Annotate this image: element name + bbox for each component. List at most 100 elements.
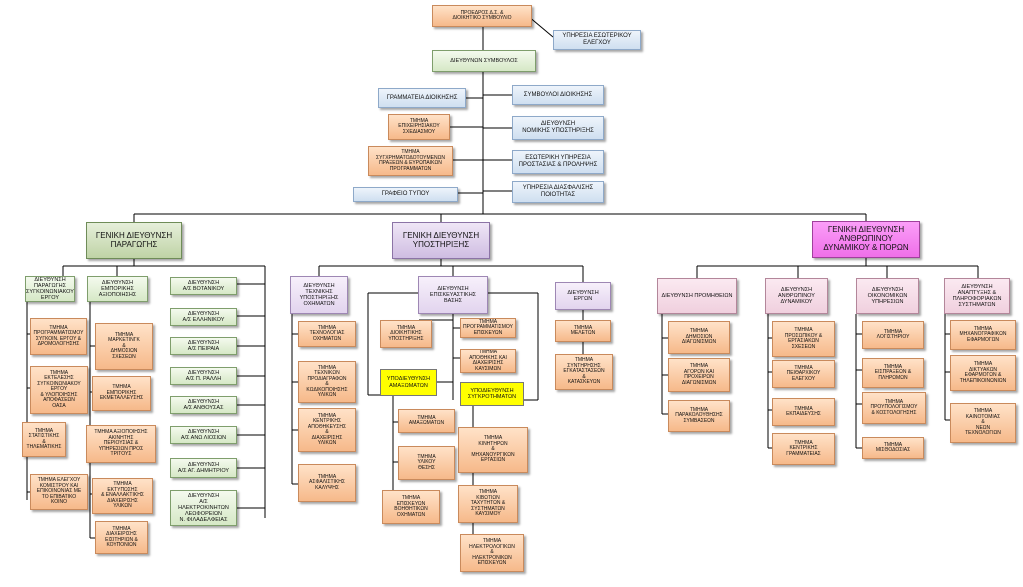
- box-label: ΤΜΗΜΑ ΔΙΟΙΚΗΤΙΚΗΣ ΥΠΟΣΤΗΡΙΞΗΣ: [388, 324, 424, 342]
- box-label: ΔΙΕΥΘΥΝΣΗ Α/Σ Π. ΡΑΛΛΗ: [185, 369, 222, 382]
- box-legal-support: ΔΙΕΥΘΥΝΣΗ ΝΟΜΙΚΗΣ ΥΠΟΣΤΗΡΙΞΗΣ: [512, 116, 604, 140]
- box-label: ΔΙΕΥΘΥΝΣΗ Α/Σ ΑΝΘΟΥΣΑΣ: [183, 398, 224, 411]
- box-t-electrical: ΤΜΗΜΑ ΗΛΕΚΤΡΟΛΟΓΙΚΩΝ & ΗΛΕΚΤΡΟΝΙΚΩΝ ΕΠΙΣ…: [460, 534, 524, 572]
- box-label: ΤΜΗΜΑ ΠΡΟΓΡΑΜΜΑΤΙΣΜΟΥ ΕΠΙΣΚΕΥΩΝ: [463, 318, 513, 336]
- box-dir-finance: ΔΙΕΥΘΥΝΣΗ ΟΙΚΟΝΟΜΙΚΩΝ ΥΠΗΡΕΣΙΩΝ: [856, 278, 919, 314]
- box-label: ΤΜΗΜΑ ΔΗΜΟΣΙΩΝ ΔΙΑΓΩΝΙΣΜΩΝ: [681, 328, 717, 346]
- box-label: ΓΡΑΦΕΙΟ ΤΥΠΟΥ: [381, 191, 430, 198]
- box-label: ΤΜΗΜΑ ΕΜΠΟΡΙΚΗΣ ΕΚΜΕΤΑΛΛΕΥΣΗΣ: [99, 384, 144, 402]
- box-label: ΤΜΗΜΑ ΚΙΒΩΤΙΩΝ ΤΑΧΥΤΗΤΩΝ & ΣΥΣΤΗΜΑΤΩΝ ΚΑ…: [470, 489, 506, 518]
- box-t-central-warehouse: ΤΜΗΜΑ ΚΕΝΤΡΙΚΗΣ ΑΠΟΘΗΚΕΥΣΗΣ & ΔΙΑΧΕΙΡΙΣΗ…: [298, 408, 356, 452]
- box-label: ΥΠΗΡΕΣΙΑ ΕΣΩΤΕΡΙΚΟΥ ΕΛΕΓΧΟΥ: [562, 33, 632, 46]
- box-label: ΔΙΕΥΘΥΝΣΗ ΕΜΠΟΡΙΚΗΣ ΑΞΙΟΠΟΙΗΣΗΣ: [98, 279, 137, 299]
- box-t-software: ΤΜΗΜΑ ΜΗΧΑΝΟΓΡΑΦΙΚΩΝ ΕΦΑΡΜΟΓΩΝ: [950, 320, 1016, 350]
- box-admin-secretariat: ΓΡΑΜΜΑΤΕΙΑ ΔΙΟΙΚΗΣΗΣ: [378, 88, 466, 108]
- box-label: ΤΜΗΜΑ ΔΙΚΤΥΑΚΩΝ ΕΦΑΡΜΟΓΩΝ & ΤΗΛΕΠΙΚΟΙΝΩΝ…: [959, 361, 1007, 384]
- box-label: ΤΜΗΜΑ ΤΕΧΝΟΛΟΓΙΑΣ ΟΧΗΜΑΤΩΝ: [309, 324, 345, 342]
- box-label: ΤΜΗΜΑ ΕΚΤΕΛΕΣΗΣ ΣΥΓΚΟΙΝΩΝΙΑΚΟΥ ΕΡΓΟΥ & Υ…: [37, 369, 81, 409]
- box-president: ΠΡΟΕΔΡΟΣ Δ.Σ. & ΔΙΟΙΚΗΤΙΚΟ ΣΥΜΒΟΥΛΙΟ: [432, 5, 532, 27]
- box-label: ΤΜΗΜΑ ΜΑΡΚΕΤΙΝΓΚ & ΔΗΜΟΣΙΩΝ ΣΧΕΣΕΩΝ: [108, 331, 140, 360]
- box-label: ΤΜΗΜΑ ΕΠΙΧΕΙΡΗΣΙΑΚΟΥ ΣΧΕΔΙΑΣΜΟΥ: [398, 117, 440, 135]
- box-label: ΤΜΗΜΑ ΣΤΑΤΙΣΤΙΚΗΣ & ΤΗΛΕΜΑΤΙΚΗΣ: [26, 427, 62, 450]
- box-label: ΤΜΗΜΑ ΑΣΦΑΛΙΣΤΙΚΗΣ ΚΑΛΥΨΗΣ: [309, 473, 345, 491]
- box-t-staff-control: ΤΜΗΜΑ ΠΕΙΘΑΡΧΙΚΟΥ ΕΛΕΓΧΟΥ: [772, 360, 835, 388]
- box-dir-works: ΔΙΕΥΘΥΝΣΗ ΕΡΓΩΝ: [555, 282, 611, 310]
- box-business-planning: ΤΜΗΜΑ ΕΠΙΧΕΙΡΗΣΙΑΚΟΥ ΣΧΕΔΙΑΣΜΟΥ: [388, 114, 450, 140]
- box-t-execution: ΤΜΗΜΑ ΕΚΤΕΛΕΣΗΣ ΣΥΓΚΟΙΝΩΝΙΑΚΟΥ ΕΡΓΟΥ & Υ…: [30, 366, 88, 414]
- box-label: ΤΜΗΜΑ ΔΙΑΧΕΙΡΙΣΗΣ ΕΙΣΙΤΗΡΙΩΝ & ΚΟΥΠΟΝΙΩΝ: [105, 525, 138, 548]
- box-t-commercial-exploitation: ΤΜΗΜΑ ΕΜΠΟΡΙΚΗΣ ΕΚΜΕΤΑΛΛΕΥΣΗΣ: [92, 376, 151, 411]
- box-label: ΓΕΝΙΚΗ ΔΙΕΥΘΥΝΣΗ ΑΝΘΡΩΠΙΝΟΥ ΔΥΝΑΜΙΚΟΥ & …: [823, 225, 909, 252]
- box-t-seat-material: ΤΜΗΜΑ ΥΛΙΚΟΥ ΘΕΣΗΣ: [398, 446, 455, 480]
- box-label: ΔΙΕΥΘΥΝΣΗ Α/Σ ΕΛΛΗΝΙΚΟΥ: [182, 310, 225, 323]
- box-label: ΤΜΗΜΑ ΕΚΠΑΙΔΕΥΣΗΣ: [786, 405, 821, 417]
- box-label: ΤΜΗΜΑ ΠΡΟΥΠΟΛΟΓΙΣΜΟΥ & ΚΟΣΤΟΛΟΓΗΣΗΣ: [870, 398, 918, 416]
- box-dir-peiraia: ΔΙΕΥΘΥΝΣΗ Α/Σ ΠΕΙΡΑΙΑ: [170, 337, 237, 355]
- box-t-printing: ΤΜΗΜΑ ΕΚΤΥΠΩΣΗΣ & ΕΝΑΛΛΑΚΤΙΚΗΣ ΔΙΑΧΕΙΡΙΣ…: [92, 478, 153, 514]
- box-label: ΔΙΕΥΘΥΝΣΗ ΑΝΘΡΩΠΙΝΟΥ ΔΥΝΑΜΙΚΟΥ: [778, 286, 815, 306]
- box-label: ΓΕΝΙΚΗ ΔΙΕΥΘΥΝΣΗ ΠΑΡΑΓΩΓΗΣ: [95, 230, 173, 249]
- box-label: ΤΜΗΜΑ ΠΑΡΑΚΟΛΟΥΘΗΣΗΣ ΣΥΜΒΑΣΕΩΝ: [675, 406, 723, 424]
- box-dir-ag-dimitriou: ΔΙΕΥΘΥΝΣΗ Α/Σ ΑΓ. ΔΗΜΗΤΡΙΟΥ: [170, 458, 237, 478]
- box-label: ΥΠΟΔΙΕΥΘΥΝΣΗ ΑΜΑΞΩΜΑΤΩΝ: [386, 376, 431, 389]
- box-t-aux-vehicles: ΤΜΗΜΑ ΕΠΙΣΚΕΥΩΝ ΒΟΗΘΗΤΙΚΩΝ ΟΧΗΜΑΤΩΝ: [382, 490, 440, 524]
- box-dir-votaniko: ΔΙΕΥΘΥΝΣΗ Α/Σ ΒΟΤΑΝΙΚΟΥ: [170, 277, 237, 295]
- box-label: ΔΙΕΥΘΥΝΣΗ ΕΡΓΩΝ: [567, 289, 599, 302]
- box-dir-vehicle-support: ΔΙΕΥΘΥΝΣΗ ΤΕΧΝΙΚΗΣ ΥΠΟΣΤΗΡΙΞΗΣ ΟΧΗΜΑΤΩΝ: [290, 276, 348, 314]
- box-label: ΤΜΗΜΑ ΚΙΝΗΤΗΡΩΝ & ΜΗΧΑΝΟΥΡΓΙΚΩΝ ΕΡΓΑΣΙΩΝ: [471, 435, 515, 464]
- box-label: ΤΜΗΜΑ ΤΕΧΝΙΚΩΝ ΠΡΟΔΙΑΓΡΑΦΩΝ & ΚΩΔΙΚΟΠΟΙΗ…: [306, 364, 348, 398]
- box-label: ΤΜΗΜΑ ΕΚΤΥΠΩΣΗΣ & ΕΝΑΛΛΑΚΤΙΚΗΣ ΔΙΑΧΕΙΡΙΣ…: [101, 481, 144, 510]
- box-label: ΤΜΗΜΑ ΑΞΙΟΠΟΙΗΣΗΣ ΑΚΙΝΗΤΗΣ ΠΕΡΙΟΥΣΙΑΣ & …: [94, 429, 148, 458]
- box-label: ΤΜΗΜΑ ΠΕΙΘΑΡΧΙΚΟΥ ΕΛΕΓΧΟΥ: [786, 364, 821, 382]
- box-label: ΔΙΕΥΘΥΝΣΗ ΕΠΙΣΚΕΥΑΣΤΙΚΗΣ ΒΑΣΗΣ: [429, 285, 477, 305]
- box-dir-human-resources: ΔΙΕΥΘΥΝΣΗ ΑΝΘΡΩΠΙΝΟΥ ΔΥΝΑΜΙΚΟΥ: [765, 278, 828, 314]
- box-label: ΤΜΗΜΑ ΑΓΟΡΩΝ ΚΑΙ ΠΡΟΧΕΙΡΩΝ ΔΙΑΓΩΝΙΣΜΩΝ: [681, 363, 717, 386]
- box-t-personnel: ΤΜΗΜΑ ΠΡΟΣΩΠΙΚΟΥ & ΕΡΓΑΣΙΑΚΩΝ ΣΧΕΣΕΩΝ: [772, 321, 835, 357]
- box-dir-ano-liosia: ΔΙΕΥΘΥΝΣΗ Α/Σ ΑΝΩ ΛΙΟΣΙΩΝ: [170, 426, 237, 444]
- box-t-repair-planning: ΤΜΗΜΑ ΠΡΟΓΡΑΜΜΑΤΙΣΜΟΥ ΕΠΙΣΚΕΥΩΝ: [460, 318, 516, 338]
- box-label: ΤΜΗΜΑ ΥΛΙΚΟΥ ΘΕΣΗΣ: [417, 453, 436, 471]
- box-t-tickets: ΤΜΗΜΑ ΔΙΑΧΕΙΡΙΣΗΣ ΕΙΣΙΤΗΡΙΩΝ & ΚΟΥΠΟΝΙΩΝ: [95, 521, 148, 554]
- box-gd-production: ΓΕΝΙΚΗ ΔΙΕΥΘΥΝΣΗ ΠΑΡΑΓΩΓΗΣ: [86, 222, 182, 259]
- box-t-vehicle-tech: ΤΜΗΜΑ ΤΕΧΝΟΛΟΓΙΑΣ ΟΧΗΜΑΤΩΝ: [298, 321, 356, 347]
- box-t-central-secretariat: ΤΜΗΜΑ ΚΕΝΤΡΙΚΗΣ ΓΡΑΜΜΑΤΕΙΑΣ: [772, 433, 835, 465]
- box-label: ΤΜΗΜΑ ΑΜΑΞΩΜΑΤΩΝ: [408, 414, 445, 426]
- box-t-purchases: ΤΜΗΜΑ ΑΓΟΡΩΝ ΚΑΙ ΠΡΟΧΕΙΡΩΝ ΔΙΑΓΩΝΙΣΜΩΝ: [668, 358, 730, 392]
- box-t-gearboxes: ΤΜΗΜΑ ΚΙΒΩΤΙΩΝ ΤΑΧΥΤΗΤΩΝ & ΣΥΣΤΗΜΑΤΩΝ ΚΑ…: [458, 485, 518, 523]
- box-label: ΤΜΗΜΑ ΗΛΕΚΤΡΟΛΟΓΙΚΩΝ & ΗΛΕΚΤΡΟΝΙΚΩΝ ΕΠΙΣ…: [469, 538, 515, 567]
- box-dir-anthousa: ΔΙΕΥΘΥΝΣΗ Α/Σ ΑΝΘΟΥΣΑΣ: [170, 396, 237, 414]
- box-t-control-coordination: ΤΜΗΜΑ ΕΛΕΓΧΟΥ ΚΟΜΙΣΤΡΟΥ ΚΑΙ ΕΠΙΚΟΙΝΩΝΙΑΣ…: [30, 474, 88, 510]
- box-t-bodyworks: ΤΜΗΜΑ ΑΜΑΞΩΜΑΤΩΝ: [398, 409, 455, 433]
- box-t-contracts: ΤΜΗΜΑ ΠΑΡΑΚΟΛΟΥΘΗΣΗΣ ΣΥΜΒΑΣΕΩΝ: [668, 400, 730, 432]
- box-t-statistics: ΤΜΗΜΑ ΣΤΑΤΙΣΤΙΚΗΣ & ΤΗΛΕΜΑΤΙΚΗΣ: [22, 422, 66, 457]
- box-t-innovation: ΤΜΗΜΑ ΚΑΙΝΟΤΟΜΙΑΣ & ΝΕΩΝ ΤΕΧΝΟΛΟΓΙΩΝ: [950, 403, 1016, 443]
- box-t-networks: ΤΜΗΜΑ ΔΙΚΤΥΑΚΩΝ ΕΦΑΡΜΟΓΩΝ & ΤΗΛΕΠΙΚΟΙΝΩΝ…: [950, 355, 1016, 391]
- box-t-engines: ΤΜΗΜΑ ΚΙΝΗΤΗΡΩΝ & ΜΗΧΑΝΟΥΡΓΙΚΩΝ ΕΡΓΑΣΙΩΝ: [458, 427, 528, 473]
- box-t-repairs-parts: ΤΜΗΜΑ ΑΠΟΘΗΚΗΣ ΚΑΙ ΔΙΑΧΕΙΡΙΣΗΣ ΚΑΥΣΙΜΩΝ: [460, 349, 516, 373]
- box-dir-p-rallis: ΔΙΕΥΘΥΝΣΗ Α/Σ Π. ΡΑΛΛΗ: [170, 367, 237, 385]
- box-label: ΤΜΗΜΑ ΚΕΝΤΡΙΚΗΣ ΓΡΑΜΜΑΤΕΙΑΣ: [786, 439, 821, 457]
- box-ceo: ΔΙΕΥΘΥΝΩΝ ΣΥΜΒΟΥΛΟΣ: [432, 50, 536, 72]
- box-quality-assurance: ΥΠΗΡΕΣΙΑ ΔΙΑΣΦΑΛΙΣΗΣ ΠΟΙΟΤΗΤΑΣ: [512, 181, 604, 203]
- box-t-route-planning: ΤΜΗΜΑ ΠΡΟΓΡΑΜΜΑΤΙΣΜΟΥ ΣΥΓΚΟΙΝ. ΕΡΓΟΥ & Δ…: [30, 318, 87, 355]
- box-label: ΤΜΗΜΑ ΚΕΝΤΡΙΚΗΣ ΑΠΟΘΗΚΕΥΣΗΣ & ΔΙΑΧΕΙΡΙΣΗ…: [307, 412, 347, 446]
- box-t-studies: ΤΜΗΜΑ ΜΕΛΕΤΩΝ: [555, 320, 611, 342]
- box-label: ΠΡΟΕΔΡΟΣ Δ.Σ. & ΔΙΟΙΚΗΤΙΚΟ ΣΥΜΒΟΥΛΙΟ: [452, 9, 512, 21]
- box-t-marketing: ΤΜΗΜΑ ΜΑΡΚΕΤΙΝΓΚ & ΔΗΜΟΣΙΩΝ ΣΧΕΣΕΩΝ: [95, 323, 153, 370]
- box-admin-advisors: ΣΥΜΒΟΥΛΟΙ ΔΙΟΙΚΗΣΗΣ: [512, 85, 604, 105]
- box-dir-repairs-base: ΔΙΕΥΘΥΝΣΗ ΕΠΙΣΚΕΥΑΣΤΙΚΗΣ ΒΑΣΗΣ: [418, 276, 488, 314]
- box-label: ΔΙΕΥΘΥΝΣΗ ΠΑΡΑΓΩΓΗΣ ΣΥΓΚΟΙΝΩΝΙΑΚΟΥ ΕΡΓΟΥ: [26, 276, 74, 302]
- box-label: ΤΜΗΜΑ ΜΕΛΕΤΩΝ: [570, 324, 596, 336]
- box-label: ΔΙΕΥΘΥΝΣΗ ΑΝΑΠΤΥΞΗΣ & ΠΛΗΡΟΦΟΡΙΑΚΩΝ ΣΥΣΤ…: [952, 283, 1002, 309]
- box-t-admin-support: ΤΜΗΜΑ ΔΙΟΙΚΗΤΙΚΗΣ ΥΠΟΣΤΗΡΙΞΗΣ: [380, 320, 432, 348]
- box-label: ΤΜΗΜΑ ΑΠΟΘΗΚΗΣ ΚΑΙ ΔΙΑΧΕΙΡΙΣΗΣ ΚΑΥΣΙΜΩΝ: [469, 349, 507, 372]
- box-label: ΤΜΗΜΑ ΕΙΣΠΡΑΞΕΩΝ & ΠΛΗΡΩΜΩΝ: [874, 363, 912, 381]
- box-gd-hr: ΓΕΝΙΚΗ ΔΙΕΥΘΥΝΣΗ ΑΝΘΡΩΠΙΝΟΥ ΔΥΝΑΜΙΚΟΥ & …: [812, 221, 920, 258]
- box-label: ΔΙΕΥΘΥΝΣΗ ΤΕΧΝΙΚΗΣ ΥΠΟΣΤΗΡΙΞΗΣ ΟΧΗΜΑΤΩΝ: [299, 282, 339, 308]
- box-t-public-tenders: ΤΜΗΜΑ ΔΗΜΟΣΙΩΝ ΔΙΑΓΩΝΙΣΜΩΝ: [668, 321, 730, 354]
- box-label: ΕΣΩΤΕΡΙΚΗ ΥΠΗΡΕΣΙΑ ΠΡΟΣΤΑΣΙΑΣ & ΠΡΟΛΗΨΗΣ: [518, 155, 598, 168]
- box-dir-electric: ΔΙΕΥΘΥΝΣΗ Α/Σ ΗΛΕΚΤΡΟΚΙΝΗΤΩΝ ΛΕΩΦΟΡΕΙΩΝ …: [170, 490, 237, 526]
- box-label: ΔΙΕΥΘΥΝΣΗ Α/Σ ΒΟΤΑΝΙΚΟΥ: [182, 279, 225, 292]
- box-label: ΤΜΗΜΑ ΜΙΣΘΟΔΟΣΙΑΣ: [875, 441, 911, 453]
